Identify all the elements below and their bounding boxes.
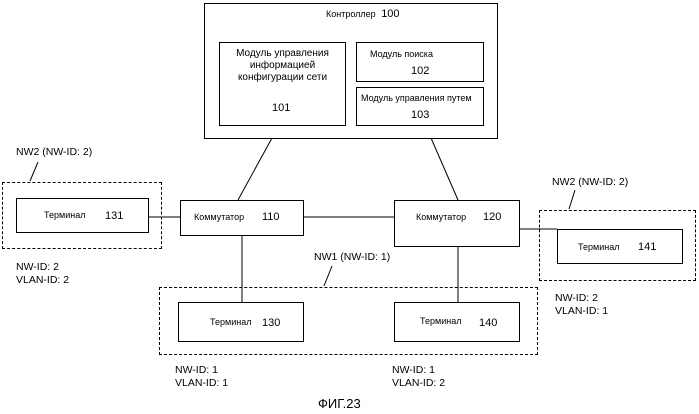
controller-ref: 100 <box>381 8 399 20</box>
switch-120-ref: 120 <box>483 211 501 224</box>
controller-title: Контроллер 100 <box>326 9 400 20</box>
figure-label: ФИГ.23 <box>318 396 361 411</box>
terminal-130-ref: 130 <box>262 317 280 330</box>
leader-nw2-left <box>30 162 38 181</box>
module-101-ref: 101 <box>272 102 290 115</box>
terminal-141-box <box>557 229 683 264</box>
line-controller-switch110 <box>238 138 272 200</box>
terminal-141-ref: 141 <box>638 241 656 254</box>
terminal-130-label: Терминал <box>210 317 251 328</box>
terminal-131-label: Терминал <box>44 210 85 221</box>
leader-nw2-right <box>569 190 575 209</box>
switch-120-label: Коммутатор <box>416 212 466 223</box>
module-102-ref: 102 <box>411 65 429 78</box>
terminal-140-vlanid: VLAN-ID: 2 <box>392 377 445 389</box>
nw2-right-label: NW2 (NW-ID: 2) <box>552 176 628 188</box>
terminal-141-nwid: NW-ID: 2 <box>555 292 598 304</box>
terminal-130-vlanid: VLAN-ID: 1 <box>175 377 228 389</box>
switch-110-ref: 110 <box>262 211 280 224</box>
nw2-left-label: NW2 (NW-ID: 2) <box>16 146 92 158</box>
terminal-140-ref: 140 <box>479 317 497 330</box>
terminal-131-ref: 131 <box>105 210 123 223</box>
switch-110-label: Коммутатор <box>194 212 244 223</box>
terminal-131-vlanid: VLAN-ID: 2 <box>16 274 69 286</box>
terminal-141-vlanid: VLAN-ID: 1 <box>555 305 608 317</box>
terminal-140-nwid: NW-ID: 1 <box>392 364 435 376</box>
nw1-label: NW1 (NW-ID: 1) <box>314 251 390 263</box>
line-controller-switch120 <box>431 138 458 200</box>
module-103-ref: 103 <box>411 109 429 122</box>
terminal-130-nwid: NW-ID: 1 <box>175 364 218 376</box>
module-102-label: Модуль поиска <box>370 49 433 60</box>
terminal-141-label: Терминал <box>578 242 619 253</box>
terminal-140-label: Терминал <box>420 316 461 327</box>
module-101-label: Модуль управления информацией конфигурац… <box>222 48 343 84</box>
leader-nw1 <box>324 266 332 286</box>
module-103-label: Модуль управления путем <box>361 93 472 104</box>
controller-title-text: Контроллер <box>326 9 376 19</box>
terminal-131-nwid: NW-ID: 2 <box>16 261 59 273</box>
